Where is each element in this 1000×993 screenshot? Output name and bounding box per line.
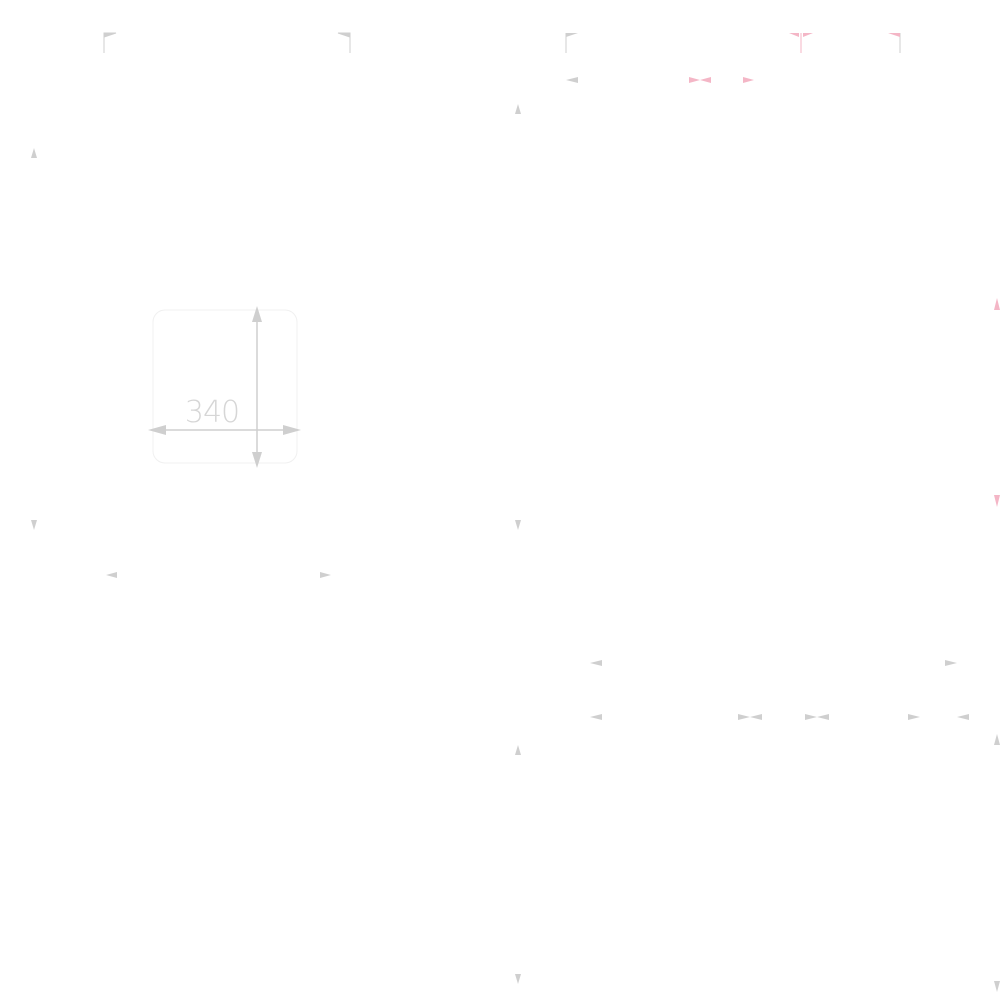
top-left-reference-ticks bbox=[103, 32, 351, 53]
right-edge-markers bbox=[994, 298, 1000, 992]
part-outline bbox=[152, 309, 298, 464]
horizontal-dimension-arrow bbox=[148, 425, 301, 435]
bottom-right-dimension-rows bbox=[590, 660, 969, 720]
vertical-dimension-arrow bbox=[252, 306, 262, 468]
top-right-dimension-row bbox=[566, 77, 754, 83]
left-vertical-markers bbox=[31, 148, 37, 530]
top-right-reference-ticks bbox=[565, 33, 901, 53]
dimension-label: 340 bbox=[185, 395, 239, 430]
middle-vertical-markers bbox=[515, 104, 521, 984]
left-horizontal-markers bbox=[106, 572, 331, 578]
